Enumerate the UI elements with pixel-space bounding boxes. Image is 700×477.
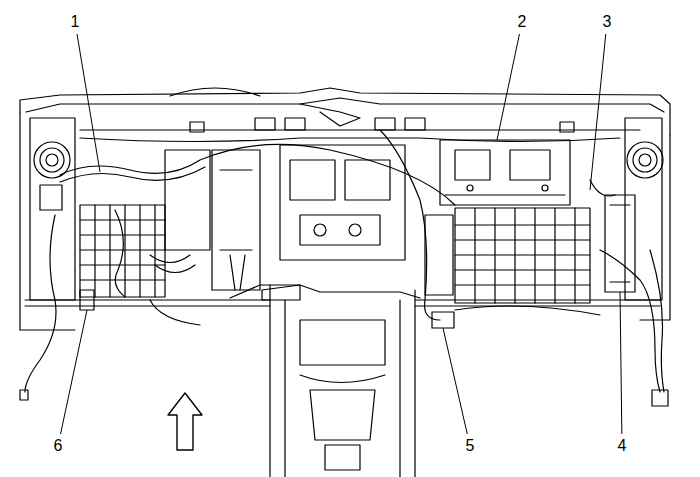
- line-art: [61, 34, 622, 434]
- line-art: [405, 118, 425, 130]
- line-art: [60, 144, 455, 205]
- line-art: [150, 300, 200, 325]
- line-art: [432, 312, 454, 328]
- line-art: [20, 112, 75, 330]
- line-art: [425, 215, 453, 295]
- line-art: [345, 160, 390, 200]
- line-art: [652, 390, 668, 406]
- line-art: [20, 390, 28, 400]
- line-art: [30, 118, 75, 300]
- line-art: [325, 445, 360, 470]
- line-art: [80, 205, 165, 297]
- line-art: [605, 195, 635, 292]
- line-art: [314, 224, 326, 236]
- line-art: [475, 208, 575, 303]
- line-art: [440, 140, 570, 205]
- line-art: [262, 285, 300, 300]
- line-art: [455, 150, 490, 180]
- line-art: [633, 148, 657, 172]
- line-art: [220, 170, 252, 250]
- line-art: [168, 393, 202, 450]
- line-art: [640, 135, 670, 320]
- line-art: [285, 118, 305, 130]
- line-art: [300, 320, 385, 365]
- line-art: [46, 154, 58, 166]
- line-art: [285, 300, 400, 477]
- line-art: [270, 285, 415, 477]
- line-art: [26, 98, 664, 112]
- line-art: [639, 154, 651, 166]
- line-art: [300, 375, 385, 440]
- line-art: [510, 150, 550, 180]
- line-art: [255, 118, 275, 130]
- line-art: [40, 148, 64, 172]
- line-art: [375, 118, 395, 130]
- line-art: [80, 290, 94, 310]
- callout-number: 6: [54, 438, 63, 454]
- line-art: [25, 299, 270, 300]
- line-art: [60, 167, 205, 182]
- line-art: [280, 145, 405, 260]
- line-art: [230, 285, 420, 298]
- line-art: [445, 194, 565, 195]
- line-art: [300, 104, 360, 126]
- line-art: [455, 306, 600, 315]
- leader-line: [620, 292, 622, 434]
- line-art: [290, 160, 335, 200]
- line-art: [467, 185, 473, 191]
- line-art: [610, 205, 630, 282]
- line-art: [230, 255, 245, 290]
- line-art: [455, 208, 590, 303]
- leader-line: [443, 328, 467, 434]
- line-art: [20, 88, 670, 135]
- line-art: [300, 215, 380, 245]
- line-art: [590, 180, 660, 392]
- line-art: [25, 305, 270, 306]
- line-art: [165, 150, 210, 250]
- leader-line: [497, 34, 519, 140]
- callout-number: 2: [518, 14, 527, 30]
- line-art: [212, 150, 260, 290]
- line-art: [95, 205, 155, 297]
- line-art: [150, 255, 195, 273]
- callout-number: 4: [618, 438, 627, 454]
- line-art: [415, 299, 660, 300]
- leader-line: [77, 34, 100, 172]
- leader-line: [590, 34, 606, 190]
- line-art: [627, 142, 663, 178]
- line-art: [650, 250, 664, 392]
- line-art: [170, 88, 260, 96]
- line-art: [25, 215, 56, 392]
- leader-line: [61, 310, 87, 434]
- line-art: [115, 210, 125, 297]
- callout-number: 5: [466, 438, 475, 454]
- line-art: [80, 129, 640, 130]
- line-art: [349, 224, 361, 236]
- line-art: [40, 185, 62, 210]
- callout-number: 1: [71, 14, 80, 30]
- callout-number: 3: [603, 14, 612, 30]
- line-art: [542, 185, 548, 191]
- line-art: [380, 130, 440, 320]
- line-art: [20, 88, 670, 477]
